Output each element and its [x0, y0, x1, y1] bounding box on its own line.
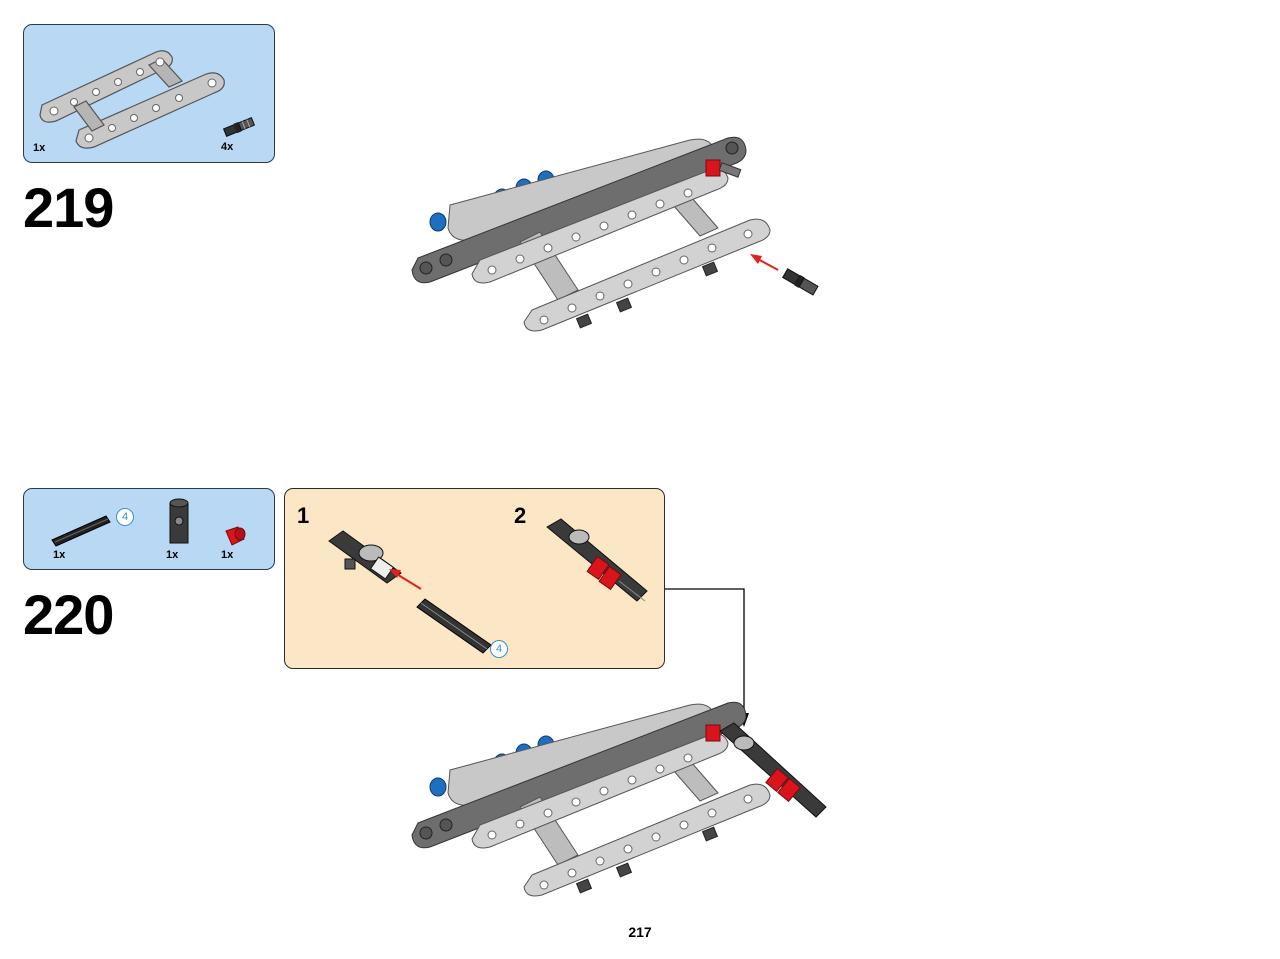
step-219-parts-callout: 1x 4x	[23, 24, 275, 163]
axle-qty: 1x	[53, 549, 66, 561]
step-number-219: 219	[23, 176, 114, 239]
substep-2-image	[546, 518, 648, 602]
substep-number-2: 2	[514, 503, 527, 528]
bush-qty: 1x	[221, 549, 234, 561]
step-number-220: 220	[23, 583, 114, 646]
step-220-parts-callout: 4 1x 1x 1x	[23, 488, 275, 570]
pin-part-image	[222, 117, 256, 137]
pin-qty: 4x	[221, 141, 234, 153]
axle-part-image	[51, 515, 111, 547]
connector-qty: 1x	[166, 549, 179, 561]
bush-part-image	[225, 526, 246, 546]
substep-number-1: 1	[297, 503, 310, 528]
step-220-subassembly-callout: 1 2 4	[284, 488, 665, 669]
step-219-assembly-image	[411, 136, 819, 332]
step-220-assembly-image	[411, 701, 827, 897]
axle-length-badge: 4	[116, 508, 134, 526]
frame-qty: 1x	[33, 142, 46, 154]
substep-1-image	[328, 530, 492, 654]
substep-1-axle-length-badge: 4	[490, 640, 508, 658]
frame-part-image	[39, 50, 225, 149]
connector-part-image	[169, 498, 189, 544]
page-number: 217	[628, 924, 652, 940]
